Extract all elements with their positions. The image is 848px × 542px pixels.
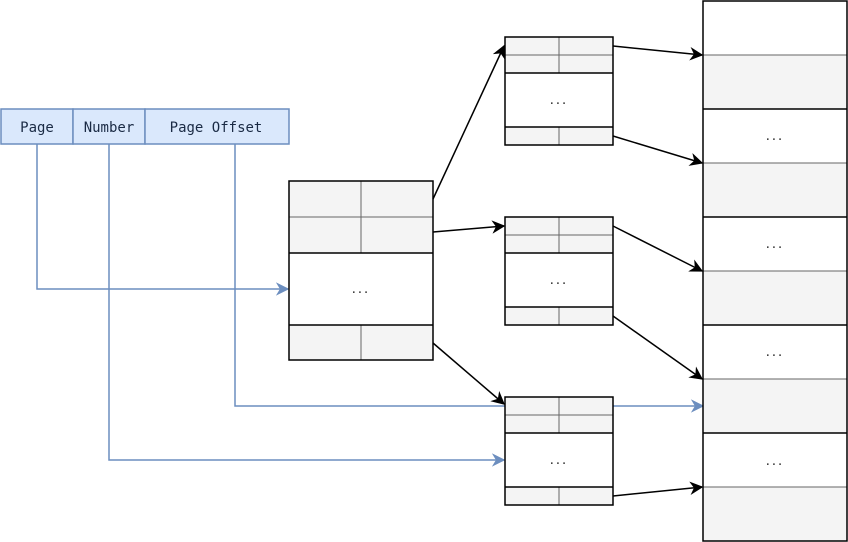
inner-page-table-3: ... [504,396,614,506]
memory-ellipsis-4: ... [766,454,784,469]
inner-2-to-frame-arrow [612,315,704,380]
memory-ellipsis-1: ... [766,129,784,144]
inner-3-to-frame-arrow [612,481,704,497]
outer-to-inner-2-arrow [432,220,506,234]
memory-frame [702,378,848,434]
inner-1-to-frame-arrow [612,45,704,61]
address-label-number: Number [84,120,135,136]
outer-table-ellipsis: ... [352,282,370,297]
inner-table-1-ellipsis: ... [550,93,568,108]
outer-to-inner-1-arrow [432,44,506,200]
address-field-page [0,108,74,145]
page-index-connector [36,144,290,296]
physical-memory: ... ... ... ... [702,0,848,542]
inner-table-2-ellipsis: ... [550,273,568,288]
memory-ellipsis-2: ... [766,237,784,252]
inner-table-3-ellipsis: ... [550,453,568,468]
memory-frame [702,270,848,326]
outer-table-cell [288,216,362,254]
address-label-page-offset: Page Offset [170,120,263,136]
memory-frame [702,162,848,218]
inner-page-table-2: ... [504,216,614,326]
inner-1-to-frame-arrow [612,135,704,166]
outer-table-cell [360,216,434,254]
memory-ellipsis-3: ... [766,345,784,360]
pointer-arrows [432,44,704,497]
address-label-page: Page [20,120,54,136]
virtual-address: Page Number Page Offset [0,108,290,145]
outer-table-cell [360,180,434,218]
outer-table-cell [288,180,362,218]
inner-page-table-1: ... [504,36,614,146]
number-index-connector [108,144,506,467]
inner-2-to-frame-arrow [612,225,704,272]
address-field-page-offset [144,108,290,145]
outer-to-inner-3-arrow [432,342,506,405]
memory-frame [702,54,848,110]
outer-table-cell [360,324,434,361]
memory-frame [702,486,848,542]
outer-page-table: ... [288,180,434,361]
address-field-number [72,108,146,145]
memory-frame [702,0,848,56]
memory-frame [702,324,848,380]
outer-table-cell [288,324,362,361]
